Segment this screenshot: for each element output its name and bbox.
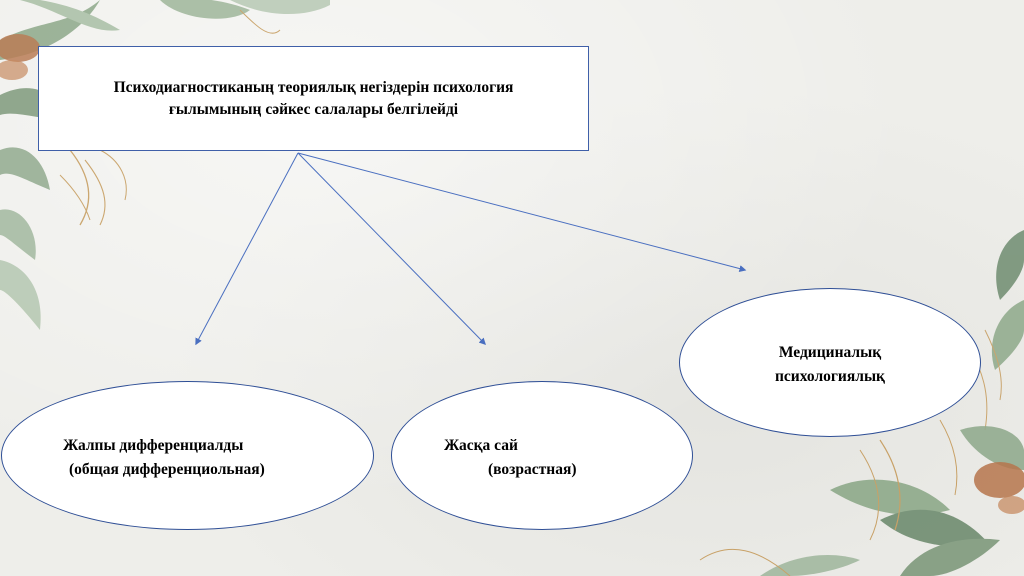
branch-label-3-line-2: психологиялық	[775, 368, 885, 385]
branch-label-1-line-2: (общая дифференциольная)	[69, 461, 265, 478]
root-concept-line-2: ғылымының сәйкес салалары белгілейді	[168, 100, 459, 118]
branch-label-1-line-1: Жалпы дифференциалды	[63, 437, 244, 454]
connector-arrow-3	[297, 152, 747, 272]
branch-ellipse-age: Жасқа сай (возрастная)	[391, 381, 693, 530]
branch-label-3-line-1: Медициналық	[778, 344, 882, 361]
branch-label-2-line-2: (возрастная)	[488, 461, 577, 478]
root-concept-line-1: Психодиагностиканың теориялық негіздерін…	[113, 78, 514, 96]
right-foliage-illustration	[969, 230, 1024, 431]
top-left-foliage-illustration	[0, 0, 330, 330]
branch-ellipse-general-differential: Жалпы дифференциалды (общая дифференциол…	[1, 381, 374, 530]
bottom-right-foliage-illustration	[699, 419, 1024, 576]
branch-ellipse-medical: Медициналық психологиялық	[679, 288, 981, 437]
root-concept-box: Психодиагностиканың теориялық негіздерін…	[38, 46, 589, 151]
branch-label-2-line-1: Жасқа сай	[444, 437, 518, 454]
connector-arrow-1	[195, 152, 299, 346]
connector-arrow-2	[297, 152, 486, 346]
